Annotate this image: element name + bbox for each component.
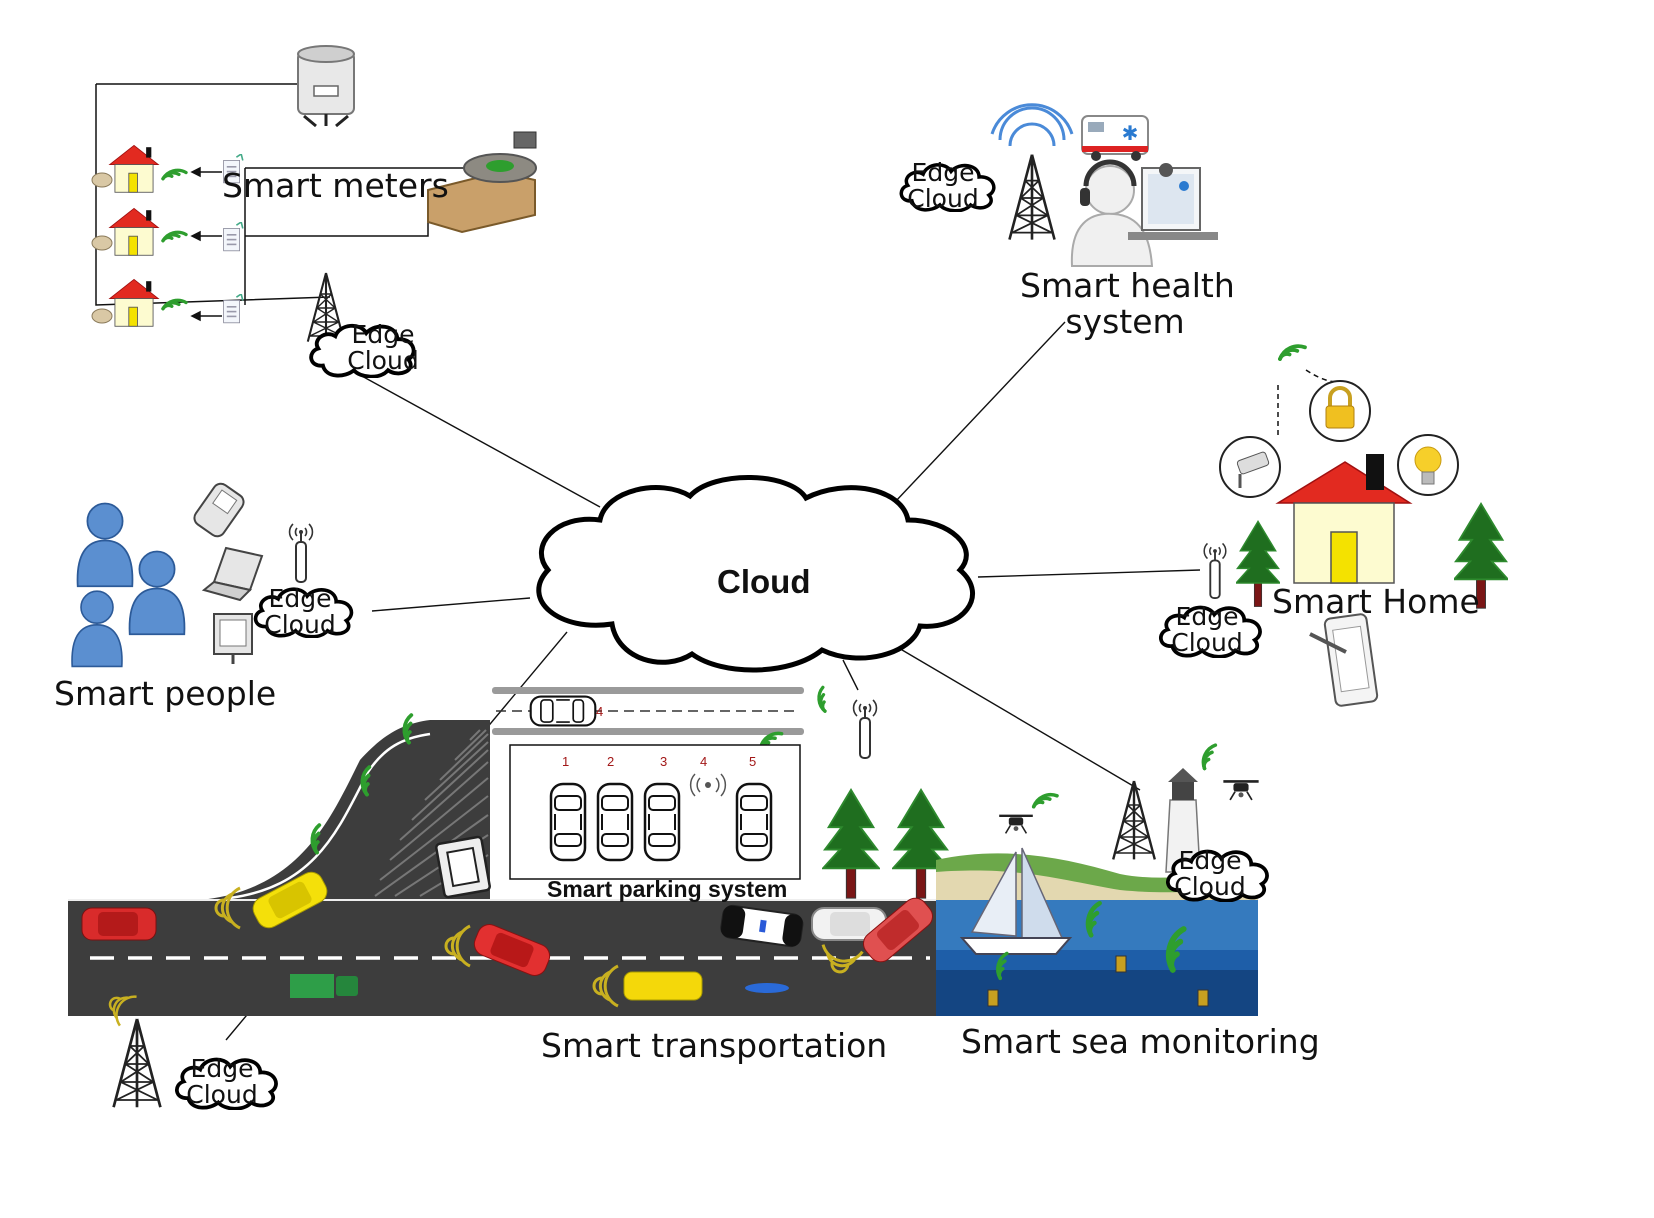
motorbike-icon [745, 983, 789, 993]
police-car-icon [720, 904, 804, 948]
edge-cloud-label-people: Edge Cloud [256, 586, 344, 638]
edge-cloud-line2: Cloud [1171, 628, 1243, 657]
house-icon-3 [109, 279, 159, 327]
road-curve [200, 720, 490, 900]
smart-meters-group [91, 45, 537, 377]
smart-sea-label: Smart sea monitoring [961, 1022, 1320, 1061]
edge-cloud-line2: Cloud [186, 1080, 258, 1109]
reservoir-icon [427, 131, 537, 234]
laptop-icon [201, 546, 264, 602]
arrow-icons [190, 166, 222, 322]
smart-transportation-group [68, 713, 936, 1109]
parking-slot-number: 2 [607, 754, 615, 769]
camera-icon [1219, 436, 1281, 498]
edge-cloud-line2: Cloud [907, 184, 979, 213]
bulb-icon [1397, 434, 1459, 496]
person-icon [76, 502, 134, 588]
person-icon [71, 590, 123, 668]
smart-transportation-label: Smart transportation [541, 1026, 888, 1065]
antenna-icon [1203, 542, 1227, 600]
parking-slot-number: 3 [660, 754, 668, 769]
drone-icon [1222, 780, 1260, 802]
wifi-icon [163, 164, 186, 317]
edge-cloud-label-transport: Edge Cloud [178, 1056, 266, 1108]
car-icon [252, 871, 328, 929]
edge-cloud-line1: Edge [911, 158, 975, 187]
sensor-icon [689, 773, 727, 797]
smart-people-group [71, 482, 351, 668]
gas-meter-icons [91, 172, 113, 324]
central-cloud-label: Cloud [717, 563, 811, 600]
house-icon-1 [109, 145, 159, 193]
edge-cloud-label-home: Edge Cloud [1163, 604, 1251, 656]
tower-icon [112, 1017, 162, 1109]
parking-slot-number: 1 [562, 754, 570, 769]
car-icon [81, 907, 157, 941]
edge-cloud-label-sea: Edge Cloud [1166, 848, 1254, 900]
link-parking-cloud [842, 659, 859, 691]
antenna-icon [288, 523, 314, 583]
water-tank-icon [297, 45, 355, 128]
antenna-icon [852, 699, 878, 759]
tower-icon [990, 103, 1074, 241]
smart-parking-group [492, 685, 950, 900]
edge-cloud-label-health: Edge Cloud [899, 160, 987, 212]
edge-cloud-line2: Cloud [1174, 872, 1246, 901]
truck-icon [290, 974, 358, 998]
smart-home-group [1161, 341, 1508, 707]
boat-icon [959, 847, 1073, 955]
edge-cloud-line1: Edge [1178, 846, 1242, 875]
phone-icon [193, 482, 245, 538]
wifi-icon [1280, 341, 1305, 366]
link-people-cloud [371, 597, 531, 612]
camera-icon [435, 835, 491, 899]
car-icon [863, 897, 933, 963]
monitor-icon [213, 613, 253, 664]
tower-icon [1111, 779, 1157, 861]
wifi-icon [810, 685, 838, 714]
ambulance-icon: ✱ [1081, 115, 1149, 161]
edge-cloud-line2: Cloud [264, 610, 336, 639]
smart-sea-group [936, 743, 1267, 1016]
drone-icon [997, 814, 1035, 835]
smart-health-label-line1: Smart health [1020, 266, 1235, 305]
smart-people-label: Smart people [54, 674, 277, 713]
house-icon [1275, 454, 1413, 584]
cloud-icon [536, 475, 975, 673]
edge-cloud-line1: Edge [351, 320, 415, 349]
bus-icon [623, 971, 703, 1001]
edge-cloud-line1: Edge [268, 584, 332, 613]
smart-health-group: ✱ [901, 103, 1218, 267]
parking-slot-number: 5 [749, 754, 757, 769]
car-icon [529, 695, 597, 727]
smart-health-label: Smart health system [1020, 266, 1235, 341]
smart-meters-label: Smart meters [222, 166, 449, 205]
lane-marker: 4 [596, 704, 604, 719]
smart-health-label-line2: system [1065, 302, 1185, 341]
central-cloud [536, 475, 975, 673]
link-sea-cloud [896, 646, 1141, 791]
link-meters-cloud [359, 374, 601, 508]
parking-slot-number: 4 [700, 754, 708, 769]
car-icon [549, 782, 773, 862]
car-icon [473, 924, 551, 976]
edge-cloud-line1: Edge [190, 1054, 254, 1083]
buoy-icon [987, 955, 1209, 1007]
smart-parking-label: Smart parking system [547, 876, 788, 902]
edge-cloud-line2: Cloud [347, 346, 419, 375]
smart-home-label: Smart Home [1272, 582, 1480, 621]
house-icon-2 [109, 208, 159, 256]
tablet-icon [1309, 613, 1379, 707]
link-home-cloud [977, 569, 1201, 578]
person-icon [128, 550, 186, 636]
edge-cloud-line1: Edge [1175, 602, 1239, 631]
link-health-cloud [894, 321, 1066, 503]
operator-icon [1070, 159, 1218, 267]
lock-icon [1309, 380, 1371, 442]
tree-icon [822, 788, 880, 900]
lighthouse-icon [1165, 768, 1201, 873]
edge-cloud-label-meters: Edge Cloud [339, 322, 427, 374]
svg-text:✱: ✱ [1122, 123, 1139, 145]
